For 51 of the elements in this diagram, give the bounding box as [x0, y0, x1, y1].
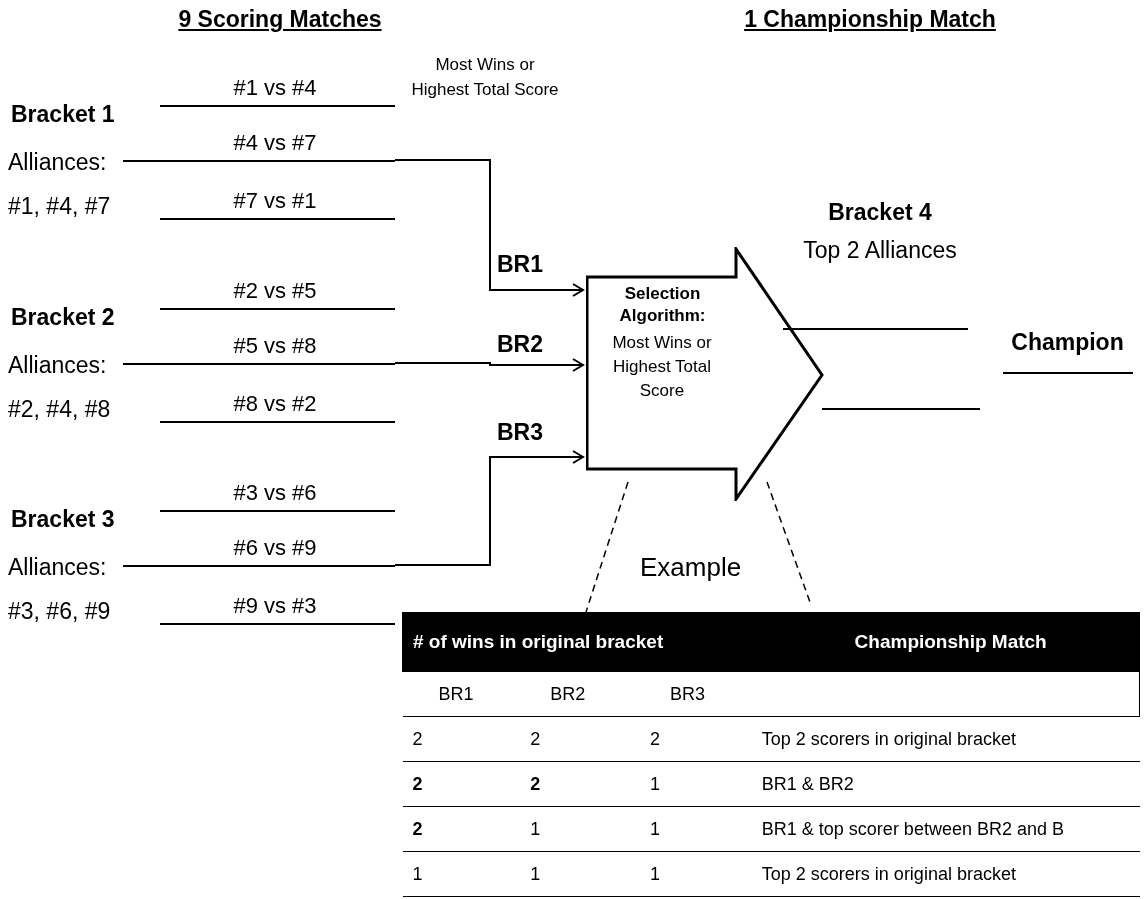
match-label: #9 vs #3 — [232, 593, 318, 619]
edge-label: BR3 — [497, 418, 543, 446]
section-heading: 9 Scoring Matches — [177, 6, 383, 33]
table-cell: 1 — [640, 806, 752, 852]
table-cell: Top 2 scorers in original bracket — [751, 851, 1140, 897]
table-cell: 1 — [520, 851, 641, 897]
note-text: Most Wins or Highest Total Score — [410, 54, 560, 101]
match-label: #1 vs #4 — [232, 75, 318, 101]
arrow — [394, 450, 584, 566]
table-cell: BR1 & BR2 — [751, 761, 1140, 807]
table-cell: 2 — [402, 806, 521, 852]
table-cell: Top 2 scorers in original bracket — [751, 716, 1140, 762]
alliances-text: Alliances: #3, #6, #9 — [8, 553, 112, 626]
table-cell: 2 — [640, 716, 752, 762]
bracket-subtitle: Top 2 Alliances — [802, 236, 958, 264]
bracket-title: Bracket 1 — [11, 100, 115, 128]
edge-label: BR2 — [497, 330, 543, 358]
arrow — [394, 159, 584, 297]
table-cell: 2 — [520, 716, 641, 762]
table-header: Championship Match — [751, 612, 1140, 672]
table-cell: 1 — [402, 851, 521, 897]
match-label: #5 vs #8 — [232, 333, 318, 359]
column-header: BR1 — [402, 671, 521, 717]
champion-label: Champion — [1010, 328, 1125, 356]
table-cell: BR1 & top scorer between BR2 and B — [751, 806, 1140, 852]
match-label: #2 vs #5 — [232, 278, 318, 304]
alliances-text: Alliances: #1, #4, #7 — [8, 148, 112, 221]
table-cell: 2 — [402, 761, 521, 807]
table-cell: 2 — [402, 716, 521, 762]
column-header: BR2 — [520, 671, 641, 717]
selection-text: Most Wins or Highest Total Score — [611, 332, 713, 402]
bracket-title: Bracket 4 — [827, 198, 933, 226]
match-label: #8 vs #2 — [232, 391, 318, 417]
example-label: Example — [640, 552, 742, 583]
table-header: # of wins in original bracket — [402, 612, 752, 672]
table-cell: 1 — [640, 851, 752, 897]
bracket-title: Bracket 3 — [11, 505, 115, 533]
bracket-title: Bracket 2 — [11, 303, 115, 331]
section-heading: 1 Championship Match — [743, 6, 997, 33]
match-label: #4 vs #7 — [232, 130, 318, 156]
edge-label: BR1 — [497, 250, 543, 278]
table-cell: 1 — [640, 761, 752, 807]
match-label: #6 vs #9 — [232, 535, 318, 561]
alliances-text: Alliances: #2, #4, #8 — [8, 351, 112, 424]
table-cell: 2 — [520, 761, 641, 807]
match-label: #7 vs #1 — [232, 188, 318, 214]
selection-heading: Selection Algorithm: — [618, 283, 707, 327]
arrow — [394, 358, 584, 372]
match-label: #3 vs #6 — [232, 480, 318, 506]
column-header: BR3 — [640, 671, 752, 717]
table-cell: 1 — [520, 806, 641, 852]
